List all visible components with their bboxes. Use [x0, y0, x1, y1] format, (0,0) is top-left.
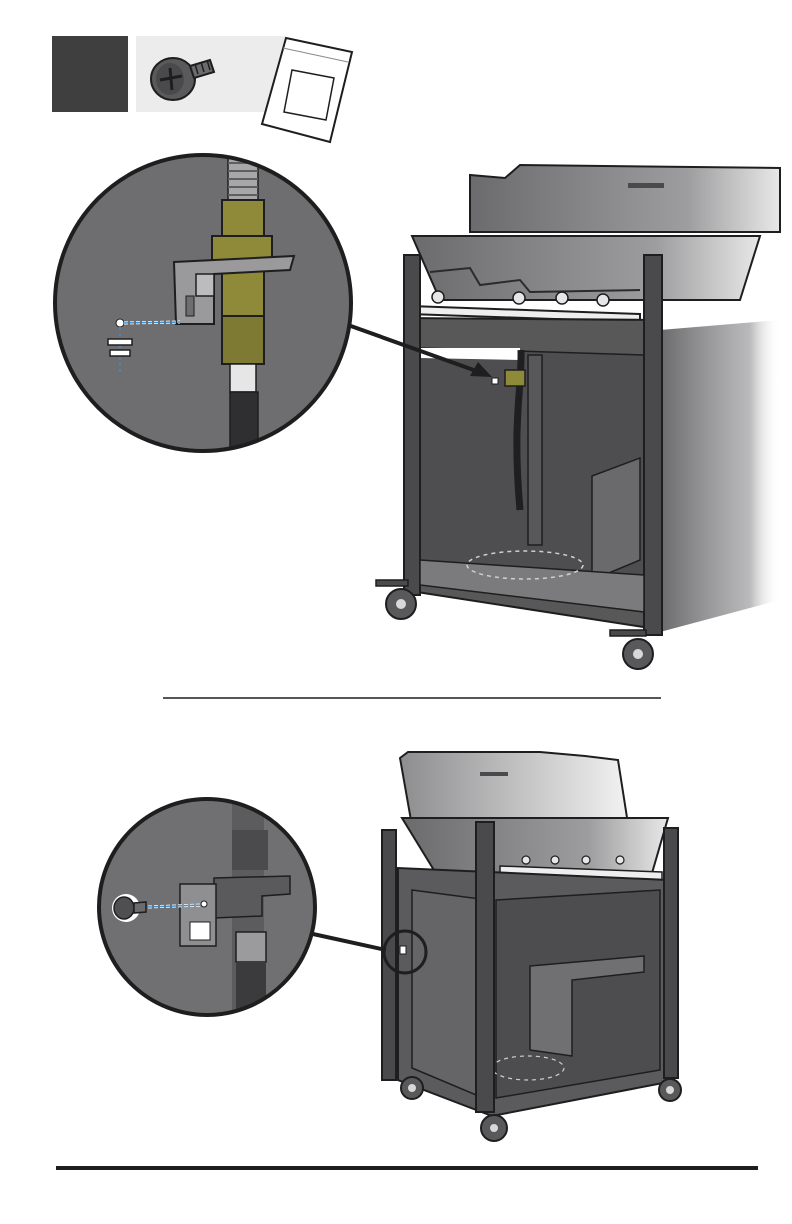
grill-cart-figure-2	[382, 752, 681, 1141]
phillips-screw-icon	[151, 58, 214, 100]
zoom-circle-regulator-bracket	[55, 155, 355, 462]
callout-line-figure-2	[313, 934, 386, 950]
grill-cart-figure-1	[376, 165, 780, 669]
zoom-circle-screw-insertion	[99, 799, 315, 1022]
hardware-bag-icon	[262, 38, 352, 142]
